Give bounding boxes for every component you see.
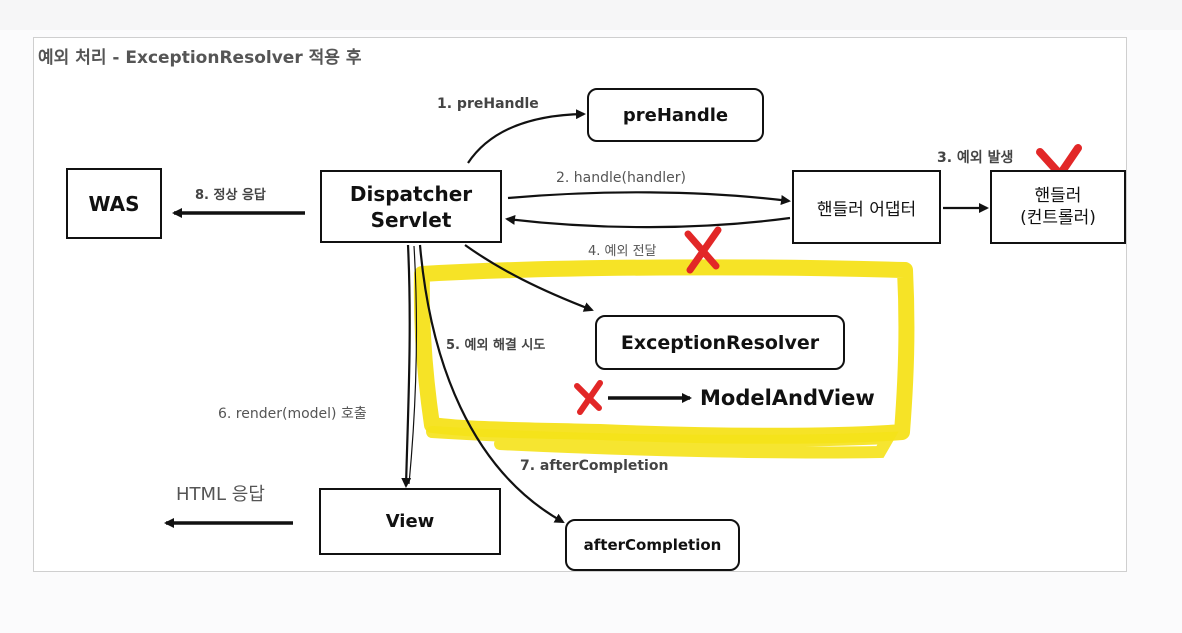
after-completion-box: afterCompletion [565, 519, 740, 571]
label-step3: 3. 예외 발생 [937, 150, 1014, 166]
label-step7: 7. afterCompletion [520, 458, 669, 474]
label-step1: 1. preHandle [437, 96, 539, 112]
handler-adapter-box: 핸들러 어댑터 [792, 170, 941, 244]
diagram-title: 예외 처리 - ExceptionResolver 적용 후 [38, 48, 362, 68]
view-box: View [319, 488, 501, 555]
top-cropped-strip [0, 0, 1182, 30]
handler-controller-box: 핸들러 (컨트롤러) [990, 170, 1126, 244]
view-label: View [385, 511, 435, 532]
was-label: WAS [88, 191, 140, 216]
handler-label-line1: 핸들러 [1034, 186, 1082, 206]
label-model-and-view: ModelAndView [700, 386, 875, 410]
label-step6: 6. render(model) 호출 [218, 406, 367, 422]
highlight-stroke-extra [426, 426, 899, 459]
arrow-handle [507, 191, 791, 205]
dispatcher-label-line1: Dispatcher [349, 181, 473, 206]
label-step2: 2. handle(handler) [556, 170, 686, 186]
handler-adapter-label: 핸들러 어댑터 [816, 199, 917, 220]
arrow-after-completion [418, 244, 565, 523]
dispatcher-servlet-box: Dispatcher Servlet [320, 170, 502, 243]
dispatcher-label-line2: Servlet [370, 207, 452, 232]
exception-resolver-label: ExceptionResolver [620, 331, 820, 354]
arrow-render-sketch [408, 245, 418, 485]
prehandle-box: preHandle [587, 88, 764, 142]
arrow-to-exception-resolver [464, 244, 594, 312]
label-html-response: HTML 응답 [176, 484, 265, 505]
label-step5: 5. 예외 해결 시도 [446, 338, 546, 353]
arrow-render [401, 244, 412, 488]
prehandle-label: preHandle [622, 104, 729, 126]
arrow-prehandle [467, 109, 586, 164]
exception-resolver-box: ExceptionResolver [595, 315, 845, 370]
arrow-exception-return [505, 214, 791, 229]
label-step8: 8. 정상 응답 [195, 188, 266, 203]
cross-model-and-view [574, 380, 603, 415]
cross-exception-pass [684, 226, 722, 274]
label-step4: 4. 예외 전달 [588, 244, 657, 259]
after-completion-label: afterCompletion [583, 536, 722, 554]
was-box: WAS [66, 168, 162, 239]
handler-label-line2: (컨트롤러) [1020, 208, 1096, 228]
